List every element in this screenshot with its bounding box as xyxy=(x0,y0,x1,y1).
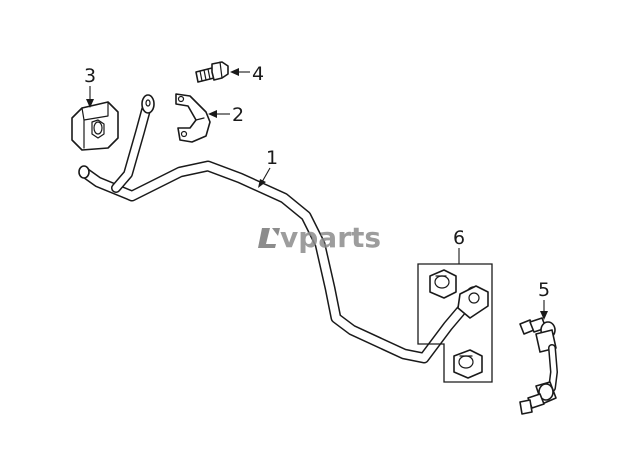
bushing[interactable] xyxy=(71,101,119,151)
callout-3-number: 3 xyxy=(84,65,96,87)
callout-4: 4 xyxy=(230,63,264,85)
bushing-kit-box[interactable] xyxy=(417,263,493,383)
bolt[interactable] xyxy=(195,61,229,83)
watermark: vparts xyxy=(258,221,381,254)
callout-6-number: 6 xyxy=(453,227,465,249)
callout-3: 3 xyxy=(84,65,96,108)
callout-2: 2 xyxy=(208,104,244,126)
watermark-text: vparts xyxy=(280,221,381,254)
callout-2-number: 2 xyxy=(232,104,244,126)
callout-6: 6 xyxy=(453,227,465,264)
callout-5-number: 5 xyxy=(538,279,550,301)
lv-monogram-icon xyxy=(258,228,280,248)
callout-1-number: 1 xyxy=(266,147,278,169)
bracket[interactable] xyxy=(175,93,211,143)
callout-1: 1 xyxy=(258,147,278,188)
stabilizer-link[interactable] xyxy=(519,317,559,415)
callout-4-number: 4 xyxy=(252,63,264,85)
callout-5: 5 xyxy=(538,279,550,320)
